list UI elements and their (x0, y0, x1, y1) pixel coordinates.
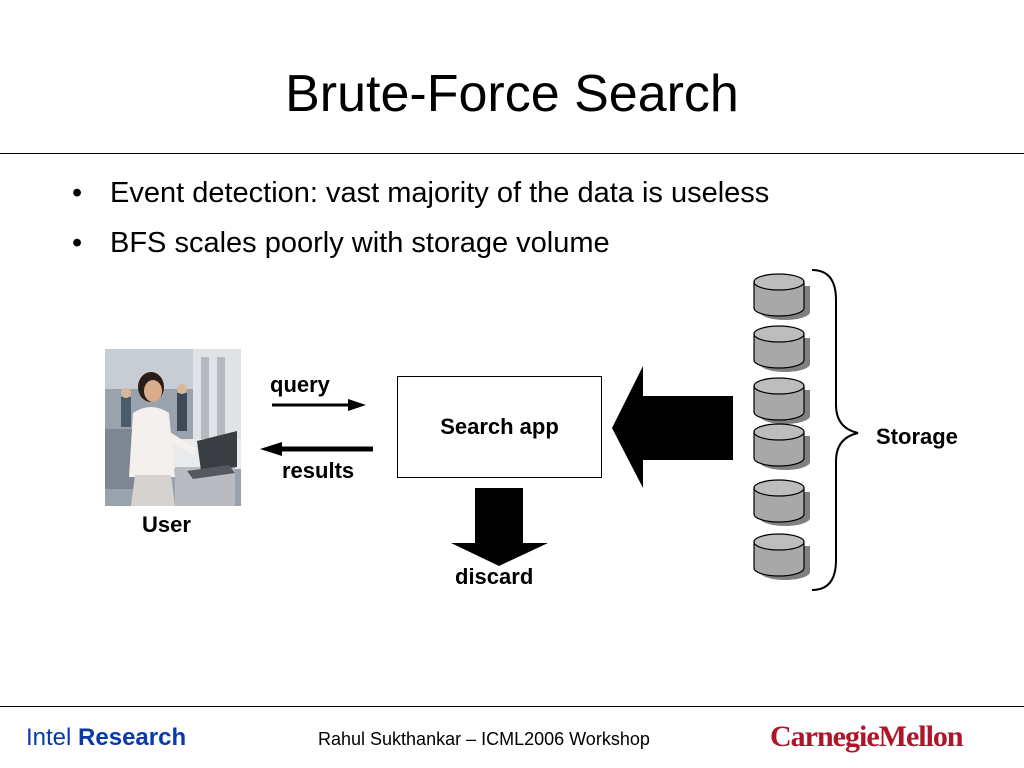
results-arrow (260, 442, 373, 456)
discard-arrow (451, 488, 548, 566)
query-arrow (272, 399, 366, 411)
disk-icon (753, 325, 810, 372)
user-photo (105, 349, 241, 506)
search-app-box: Search app (397, 376, 602, 478)
discard-label: discard (455, 564, 534, 589)
disk-icon (753, 273, 810, 320)
query-label: query (270, 372, 330, 397)
storage-brace (811, 269, 859, 591)
bullet-item: BFS scales poorly with storage volume (72, 218, 769, 268)
bullet-item: Event detection: vast majority of the da… (72, 168, 769, 218)
storage-to-app-arrow (612, 366, 733, 488)
slide-title: Brute-Force Search (285, 65, 739, 123)
title-divider (0, 153, 1024, 154)
intel-research-logo: Intel Research (26, 724, 186, 752)
disk-icon (753, 479, 810, 526)
carnegie-mellon-logo: CarnegieMellon (770, 720, 964, 753)
results-label: results (282, 458, 355, 483)
search-app-label: Search app (440, 414, 559, 439)
disk-icon (753, 533, 810, 580)
footer-divider (0, 706, 1024, 707)
disk-stack (753, 273, 810, 580)
bullet-list: Event detection: vast majority of the da… (72, 168, 769, 268)
footer-brand-bold: Research (78, 724, 187, 751)
footer-author: Rahul Sukthankar – ICML2006 Workshop (318, 729, 650, 749)
footer-brand: Intel (26, 724, 72, 751)
disk-icon (753, 377, 810, 424)
disk-icon (753, 423, 810, 470)
storage-label: Storage (876, 424, 958, 449)
user-label: User (142, 512, 191, 537)
